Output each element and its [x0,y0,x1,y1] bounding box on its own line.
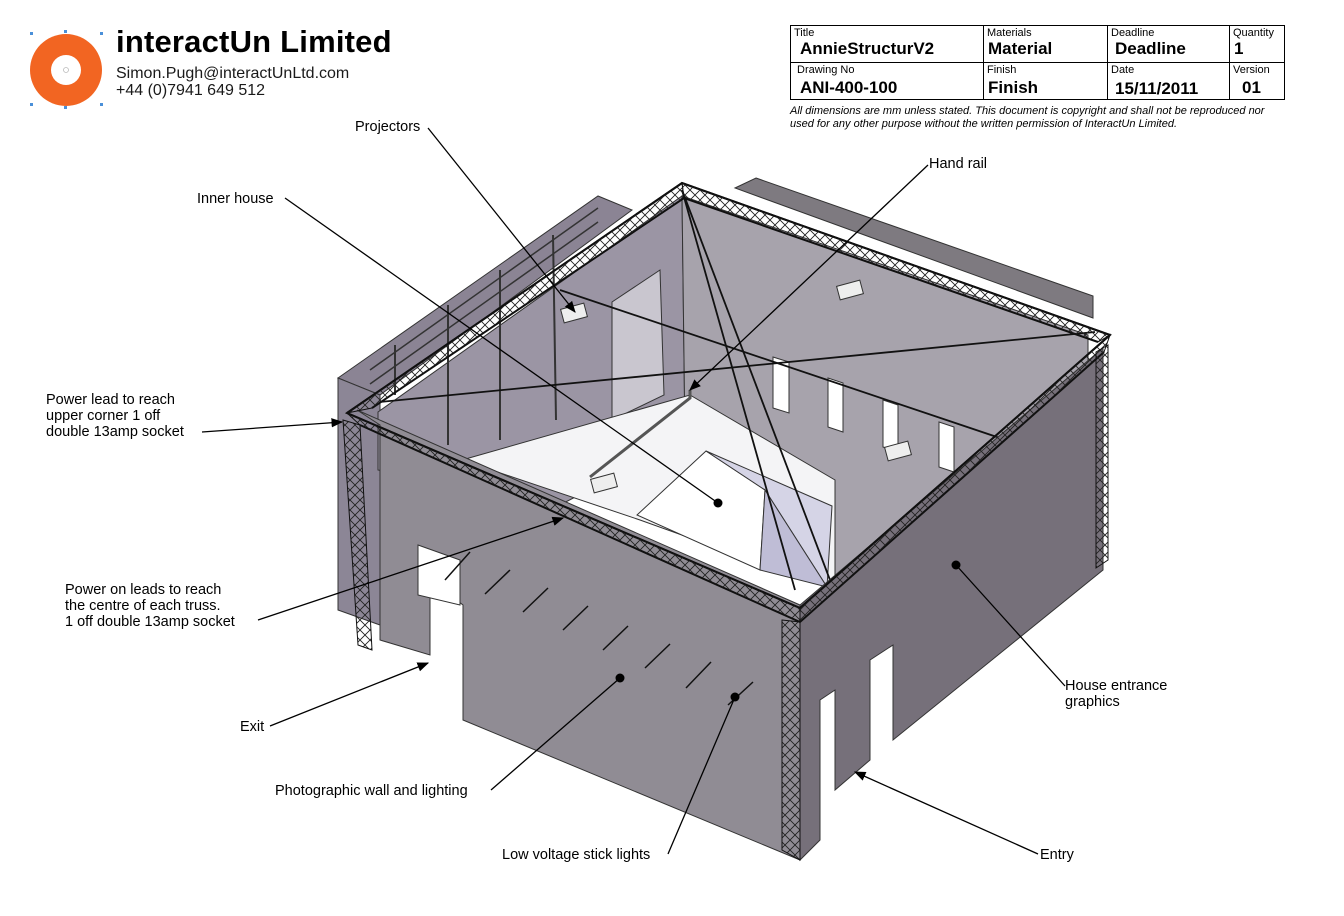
projector-4 [589,472,619,494]
label-inner-house: Inner house [197,191,274,207]
label-entry: Entry [1040,847,1074,863]
drawing-no-label: Drawing No [797,64,855,76]
entry-leader [853,771,1039,855]
wall-slots [772,356,955,473]
materials-value: Material [988,39,1053,58]
label-hand-rail: Hand rail [929,156,988,172]
hand-rail-leader [689,164,929,391]
exit-door-opening [417,544,461,606]
title-block: Title AnnieStructurV2 Materials Material… [790,25,1285,100]
label-power-truss-line1: Power on leads to reach [65,582,222,598]
version-label: Version [1233,64,1270,76]
label-power-corner-line2: upper corner 1 off [46,408,161,424]
title-block-divider [791,62,1284,63]
company-email[interactable]: Simon.Pugh@interactUnLtd.com [116,65,350,82]
entrance-graphics-leader [955,564,1066,687]
company-phone: +44 (0)7941 649 512 [116,82,266,99]
projectors-leader [427,127,576,313]
logo-handle [30,103,33,106]
finish-value: Finish [988,78,1039,97]
label-entrance-graphics-line2: graphics [1065,694,1120,710]
label-entrance-graphics-line1: House entrance [1065,678,1168,694]
back-handrail [369,207,599,385]
deadline-cell: Deadline Deadline [1108,26,1230,62]
stick-lights-leader [667,696,736,855]
projector-units [559,279,913,494]
truss-lattice [342,182,1112,861]
label-power-truss-line3: 1 off double 13amp socket [65,614,235,630]
logo-handle [30,32,33,35]
title-label: Title [794,27,815,39]
materials-cell: Materials Material [984,26,1108,62]
projector-3 [883,440,913,462]
inner-doorway [611,269,665,421]
quantity-cell: Quantity 1 [1230,26,1286,62]
logo-handle [100,32,103,35]
logo-center [51,55,81,85]
quantity-label: Quantity [1233,27,1274,39]
company-contact: Simon.Pugh@interactUnLtd.com +44 (0)7941… [116,65,349,99]
company-logo [30,30,103,109]
leader-dots [615,498,961,702]
finish-cell: Finish Finish [984,63,1108,100]
front-right-wall [799,346,1104,862]
projector-2 [835,279,865,301]
company-name: interactUn Limited [116,24,392,59]
logo-handle [100,103,103,106]
finish-label: Finish [987,64,1017,76]
label-stick-lights: Low voltage stick lights [502,847,651,863]
label-power-truss: Power on leads to reach the centre of ea… [65,582,235,630]
label-entrance-graphics: House entrance graphics [1065,678,1167,710]
power-truss-leader [257,516,565,621]
disclaimer-text: All dimensions are mm unless stated. Thi… [790,105,1265,130]
label-photo-wall: Photographic wall and lighting [275,783,468,799]
version-cell: Version 01 [1230,63,1286,100]
quantity-value: 1 [1234,39,1244,58]
label-power-corner: Power lead to reach upper corner 1 off d… [46,392,184,440]
logo-dot [63,67,69,73]
photo-wall-leader [490,677,621,791]
materials-label: Materials [987,27,1032,39]
label-power-truss-line2: the centre of each truss. [65,598,221,614]
date-cell: Date 15/11/2011 [1108,63,1230,100]
deadline-label: Deadline [1111,27,1155,39]
title-value: AnnieStructurV2 [800,39,935,58]
leader-lines [201,127,1066,855]
logo-handle [64,106,67,109]
drawing-no-value: ANI-400-100 [800,78,898,97]
title-cell: Title AnnieStructurV2 [791,26,984,62]
inner-hand-rail [589,390,692,479]
label-exit: Exit [240,719,265,735]
version-value: 01 [1242,78,1261,97]
logo-handle [64,30,67,33]
inner-house [636,450,833,589]
label-power-corner-line1: Power lead to reach [46,392,175,408]
stick-lights [444,551,754,706]
inner-house-leader [284,197,719,504]
deadline-value: Deadline [1115,39,1186,58]
label-projectors: Projectors [355,119,421,135]
date-label: Date [1111,64,1135,76]
date-value: 15/11/2011 [1115,79,1199,98]
label-power-corner-line3: double 13amp socket [46,424,184,440]
drawing-no-cell: Drawing No ANI-400-100 [791,63,984,100]
power-corner-leader [201,418,344,433]
exit-leader [269,662,430,727]
back-right-wall [733,177,1094,319]
